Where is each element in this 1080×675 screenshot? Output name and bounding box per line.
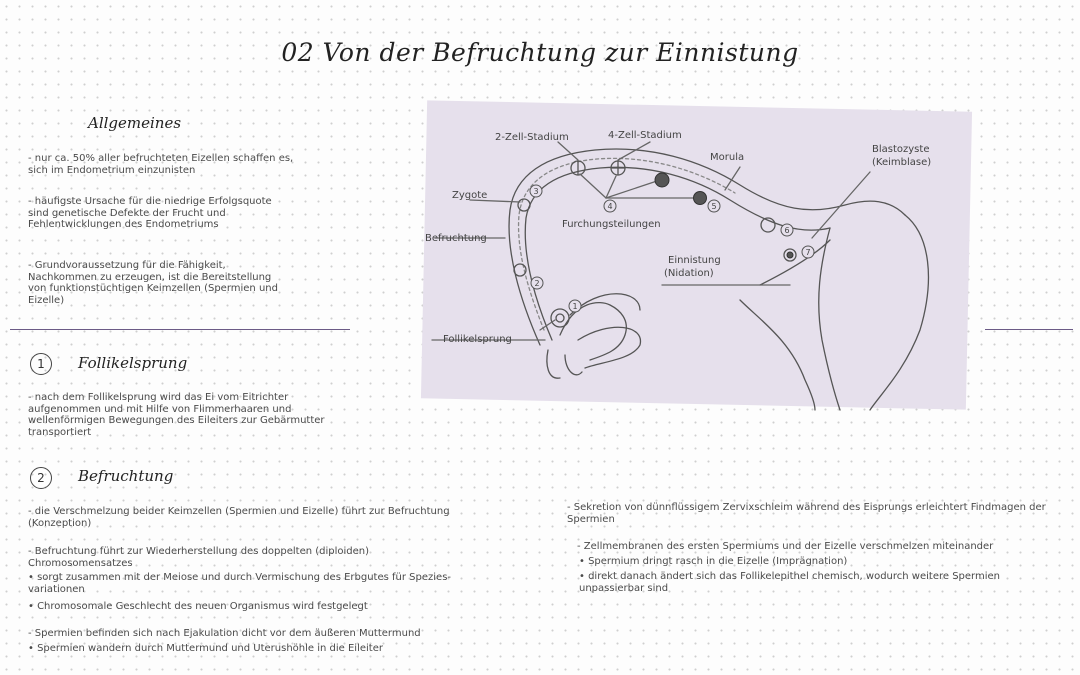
label-morula: Morula <box>710 152 744 163</box>
befruchtung-text-2: - Befruchtung führt zur Wiederherstellun… <box>28 546 370 569</box>
label-keimblase: (Keimblase) <box>872 157 931 168</box>
blastocyst-cell <box>760 217 776 233</box>
tube-outer-wall <box>508 148 906 346</box>
fimbria-5 <box>564 354 583 376</box>
marker-2: 2 <box>534 279 539 288</box>
morula-cell-1 <box>654 172 670 188</box>
embryo-core <box>786 251 794 259</box>
befruchtung-text-6: • Spermien wandern durch Muttermund und … <box>28 643 383 654</box>
follicle-inner <box>555 313 565 323</box>
befruchtung-text-4: • Chromosomale Geschlecht des neuen Orga… <box>28 601 368 612</box>
befruchtung-text-5: - Spermien befinden sich nach Ejakulatio… <box>28 628 421 639</box>
befruchtung-heading: Befruchtung <box>78 467 174 485</box>
label-zygote: Zygote <box>452 190 487 201</box>
follikelsprung-heading: Follikelsprung <box>78 354 188 372</box>
marker-4: 4 <box>607 202 612 211</box>
morula-cell-2 <box>693 191 707 205</box>
uterus-inner-wall <box>818 227 841 411</box>
fertilized-egg-cell <box>513 263 527 277</box>
allgemeines-heading: Allgemeines <box>88 114 182 132</box>
allgemeines-text-2: - häufigste Ursache für die niedrige Erf… <box>28 196 272 230</box>
marker-1: 1 <box>572 302 577 311</box>
section-divider-left <box>10 329 350 330</box>
uterus-left-wall <box>739 299 816 411</box>
uterus-right-wall <box>869 214 929 411</box>
label-2-zell-stadium: 2-Zell-Stadium <box>495 132 569 143</box>
section-divider-right <box>985 329 1073 330</box>
label-einnistung: Einnistung <box>668 255 721 266</box>
befruchtung-text-right-3: • Spermium dringt rasch in die Eizelle (… <box>579 556 848 567</box>
section-number-1: 1 <box>30 353 52 375</box>
allgemeines-text-1: - nur ca. 50% aller befruchteten Eizelle… <box>28 153 294 176</box>
label-nidation: (Nidation) <box>664 268 714 279</box>
allgemeines-text-3: - Grundvoraussetzung für die Fähigkeit, … <box>28 260 278 306</box>
fimbria-4 <box>546 349 561 379</box>
befruchtung-text-1: - die Verschmelzung beider Keimzellen (S… <box>28 506 450 529</box>
fimbria-3 <box>577 326 641 369</box>
befruchtung-text-right-4: • direkt danach ändert sich das Follikel… <box>579 571 1000 594</box>
label-follikelsprung: Follikelsprung <box>443 334 512 345</box>
befruchtung-text-right-2: - Zellmembranen des ersten Spermiums und… <box>577 541 994 552</box>
marker-7: 7 <box>805 248 810 257</box>
tube-inner-wall <box>524 166 831 341</box>
page-title: 02 Von der Befruchtung zur Einnistung <box>281 38 799 67</box>
label-befruchtung: Befruchtung <box>425 233 487 244</box>
label-4-zell-stadium: 4-Zell-Stadium <box>608 130 682 141</box>
label-blastozyste: Blastozyste <box>872 144 929 155</box>
implanted-blastocyst <box>783 248 797 262</box>
label-furchungsteilungen: Furchungsteilungen <box>562 219 661 230</box>
follicle <box>550 308 570 328</box>
befruchtung-text-right-1: - Sekretion von dünnflüssigem Zervixschl… <box>567 502 1046 525</box>
tube-lumen <box>517 157 736 331</box>
zygote-cell <box>517 198 531 212</box>
befruchtung-text-3: • sorgt zusammen mit der Meiose und durc… <box>28 572 452 595</box>
marker-5: 5 <box>711 202 716 211</box>
fimbria-1 <box>559 302 627 361</box>
marker-3: 3 <box>533 187 538 196</box>
follikelsprung-text: - nach dem Follikelsprung wird das Ei vo… <box>28 392 325 438</box>
marker-6: 6 <box>784 226 789 235</box>
uterus-cavity-edge <box>759 239 831 286</box>
section-number-2: 2 <box>30 467 52 489</box>
